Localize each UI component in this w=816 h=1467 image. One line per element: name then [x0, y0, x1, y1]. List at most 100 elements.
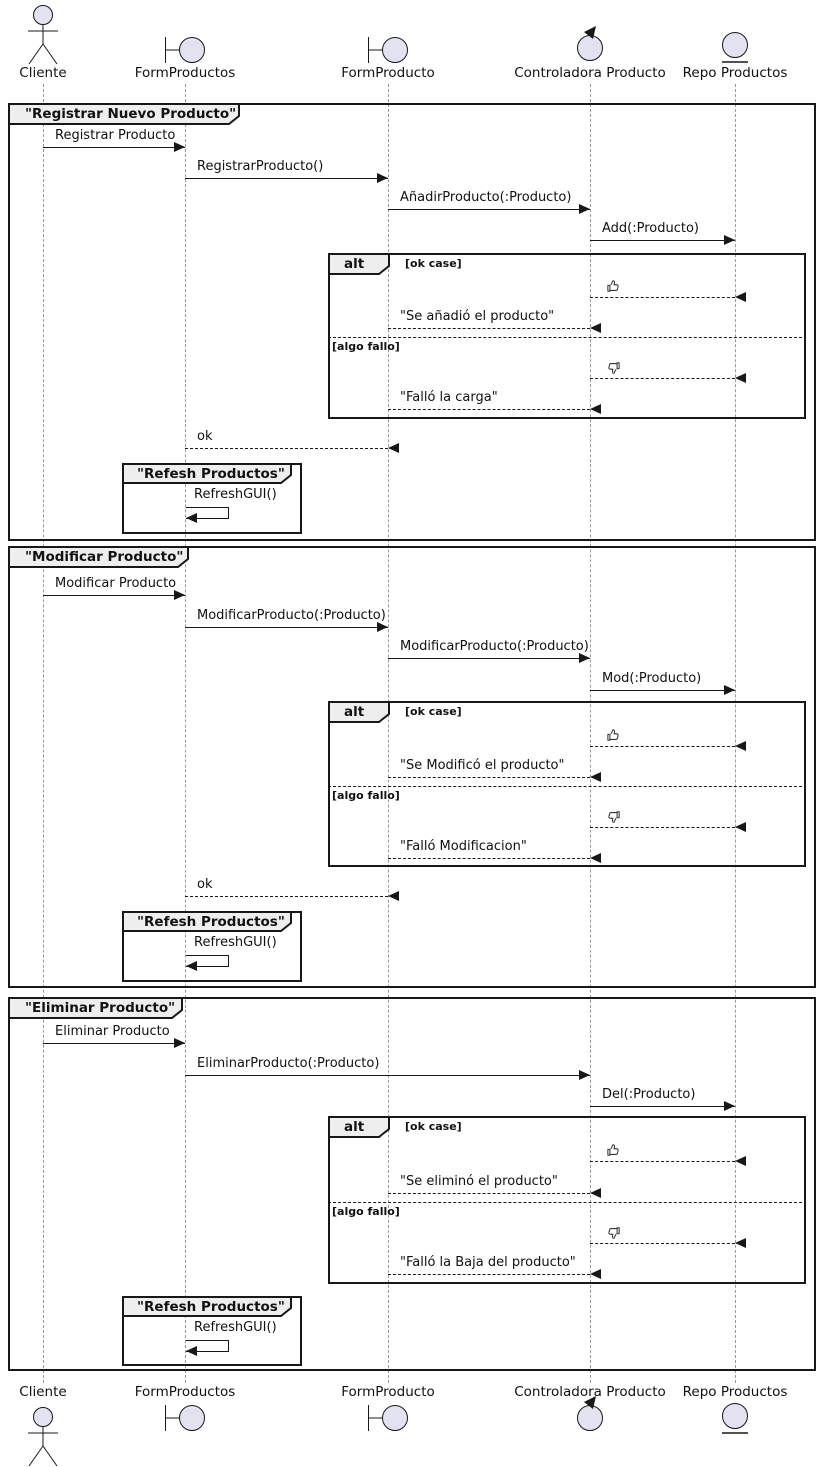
frame-title: "Eliminar Producto": [25, 1000, 176, 1016]
interaction-frame: [8, 997, 816, 1371]
message-label: ok: [197, 429, 213, 444]
boundary-icon: [163, 35, 207, 65]
sub-frame-tab: [122, 1296, 292, 1317]
message-line: [43, 595, 185, 596]
alt-keyword-title: alt: [344, 704, 365, 720]
thumbs-down-icon: [606, 360, 621, 375]
arrowhead-left-icon: [590, 853, 601, 863]
message-line: [590, 297, 735, 298]
arrowhead-left-icon: [590, 1269, 601, 1279]
arrowhead-left-icon: [186, 1346, 197, 1356]
arrowhead-right-icon: [377, 173, 388, 183]
message-line: [590, 1106, 735, 1107]
arrowhead-right-icon: [174, 1038, 185, 1048]
arrowhead-right-icon: [579, 653, 590, 663]
alt-divider: [328, 786, 802, 787]
message-label: Del(:Producto): [602, 1087, 696, 1102]
alt-keyword-tab: [328, 253, 390, 275]
participant-label: FormProducto: [341, 1384, 435, 1400]
message-label: "Se Modificó el producto": [400, 758, 565, 773]
self-message-right-line: [228, 507, 229, 518]
sub-frame-tab: [122, 911, 292, 932]
message-label: Modificar Producto: [55, 576, 177, 591]
message-label: ModificarProducto(:Producto): [400, 639, 589, 654]
alt-divider: [328, 1202, 802, 1203]
participant-label: FormProductos: [134, 1384, 236, 1400]
frame-tab: [8, 997, 183, 1019]
alt-keyword-tab: [328, 701, 390, 723]
message-line: [185, 627, 388, 628]
message-label: AñadirProducto(:Producto): [400, 190, 572, 205]
frame-tab: [8, 103, 240, 125]
participant-label: Controladora Producto: [514, 65, 666, 81]
arrowhead-left-icon: [590, 404, 601, 414]
message-line: [388, 209, 590, 210]
message-line: [388, 328, 590, 329]
self-message-bottom-line: [186, 966, 229, 967]
message-line: [590, 827, 735, 828]
arrowhead-right-icon: [724, 685, 735, 695]
message-label: ok: [197, 877, 213, 892]
message-line: [388, 1274, 590, 1275]
arrowhead-left-icon: [590, 1188, 601, 1198]
message-line: [590, 746, 735, 747]
arrowhead-left-icon: [735, 292, 746, 302]
message-line: [185, 448, 388, 449]
frame-title: "Modificar Producto": [25, 549, 184, 565]
message-line: [43, 1043, 185, 1044]
frame-title: "Registrar Nuevo Producto": [25, 106, 237, 122]
self-message-label: RefreshGUI(): [194, 1320, 277, 1335]
arrowhead-right-icon: [174, 142, 185, 152]
alt-fragment: [328, 253, 806, 419]
participant-label: Cliente: [19, 65, 67, 81]
frame-tab: [8, 546, 189, 568]
message-label: "Falló Modificacion": [400, 839, 527, 854]
message-line: [388, 777, 590, 778]
message-label: ModificarProducto(:Producto): [197, 608, 386, 623]
alt-condition: [ok case]: [405, 257, 462, 270]
message-label: Mod(:Producto): [602, 671, 702, 686]
message-line: [590, 1161, 735, 1162]
alt-keyword-title: alt: [344, 1119, 365, 1135]
boundary-icon: [366, 35, 410, 65]
arrowhead-left-icon: [735, 822, 746, 832]
actor-icon: [23, 1406, 63, 1467]
thumbs-up-icon: [606, 279, 621, 294]
thumbs-down-icon: [606, 1225, 621, 1240]
self-message-bottom-line: [186, 1351, 229, 1352]
message-line: [185, 1075, 590, 1076]
alt-condition: [algo fallo]: [332, 1205, 400, 1218]
self-message-right-line: [228, 955, 229, 966]
thumbs-up-icon: [606, 728, 621, 743]
participant-label: Controladora Producto: [514, 1384, 666, 1400]
message-label: Registrar Producto: [55, 128, 176, 143]
boundary-icon: [366, 1403, 410, 1433]
arrowhead-left-icon: [388, 443, 399, 453]
message-line: [388, 409, 590, 410]
arrowhead-left-icon: [590, 772, 601, 782]
message-label: EliminarProducto(:Producto): [197, 1056, 380, 1071]
participant-label: Repo Productos: [682, 1384, 788, 1400]
message-line: [590, 1243, 735, 1244]
message-line: [590, 240, 735, 241]
arrowhead-right-icon: [174, 590, 185, 600]
entity-icon: [720, 1402, 750, 1436]
message-line: [590, 690, 735, 691]
participant-label: FormProductos: [134, 65, 236, 81]
alt-condition: [algo fallo]: [332, 340, 400, 353]
self-message-bottom-line: [186, 518, 229, 519]
message-line: [185, 896, 388, 897]
alt-keyword-tab: [328, 1116, 390, 1138]
message-line: [590, 378, 735, 379]
alt-condition: [ok case]: [405, 1120, 462, 1133]
message-label: RegistrarProducto(): [197, 159, 324, 174]
message-label: "Se eliminó el producto": [400, 1174, 558, 1189]
arrowhead-left-icon: [735, 373, 746, 383]
alt-fragment: [328, 701, 806, 867]
participant-label: Cliente: [19, 1384, 67, 1400]
message-line: [388, 858, 590, 859]
sub-frame-title: "Refesh Productos": [137, 914, 285, 930]
message-label: "Falló la carga": [400, 390, 498, 405]
self-message-top-line: [186, 955, 229, 956]
